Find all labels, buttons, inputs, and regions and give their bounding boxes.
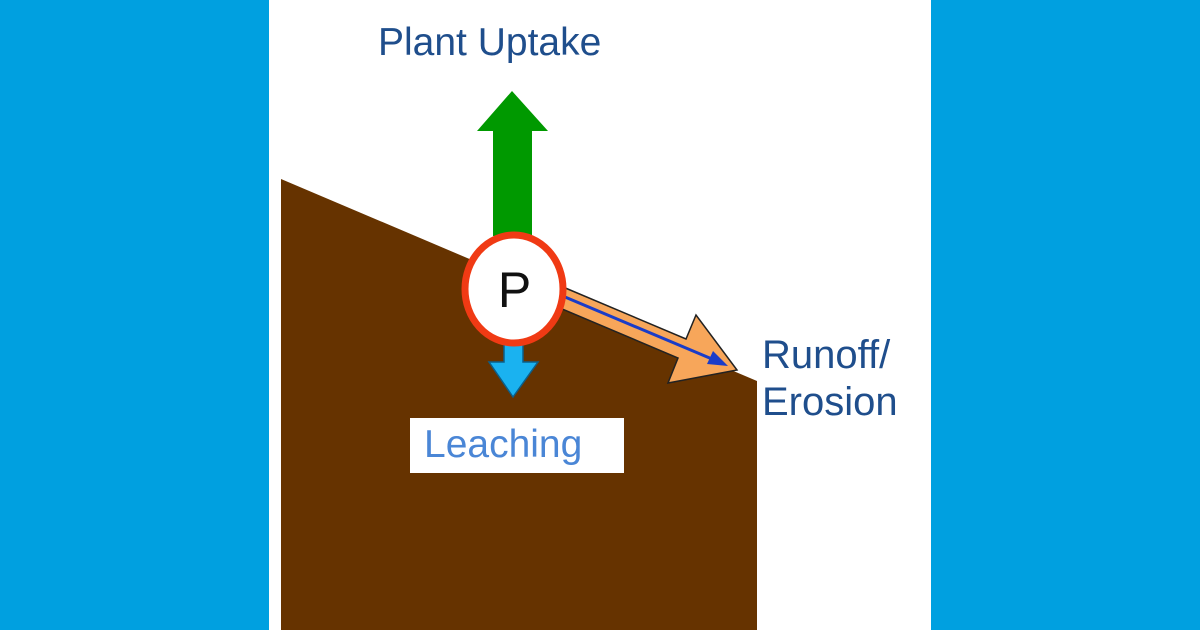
runoff-label-line2: Erosion [762, 379, 898, 424]
runoff-inner-arrow-shaft [564, 295, 713, 361]
runoff-inner-arrow-head [707, 351, 728, 366]
runoff-label-line1: Runoff/ [762, 333, 891, 377]
plant-uptake-label: Plant Uptake [378, 21, 602, 64]
leaching-label: Leaching [424, 423, 583, 466]
plant-uptake-arrow [477, 91, 548, 236]
runoff-erosion-label: Runoff/ Erosion [762, 332, 898, 426]
soil-slope [281, 179, 757, 630]
leaching-label-box [410, 418, 624, 473]
nutrient-symbol: P [497, 261, 532, 318]
nutrient-circle [461, 231, 567, 347]
